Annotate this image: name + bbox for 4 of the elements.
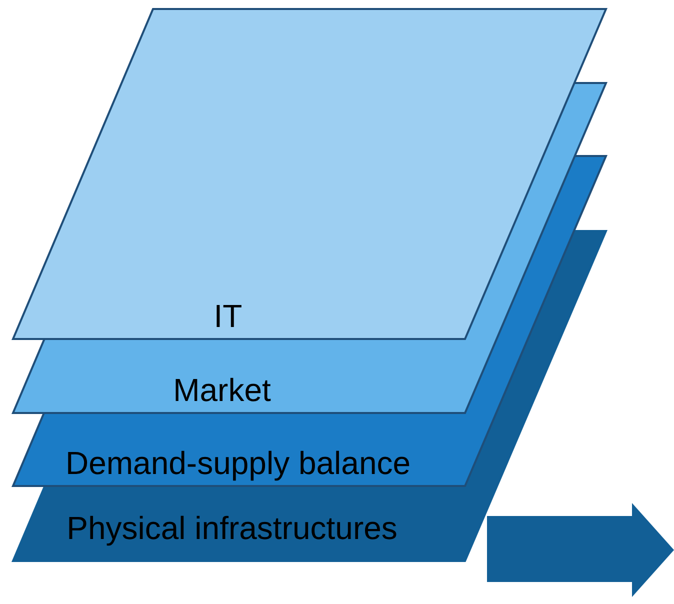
layer-label: Market xyxy=(173,372,271,409)
layer-label: IT xyxy=(214,298,242,335)
layer-label: Demand-supply balance xyxy=(65,445,411,482)
layer-label: Physical infrastructures xyxy=(66,510,398,547)
